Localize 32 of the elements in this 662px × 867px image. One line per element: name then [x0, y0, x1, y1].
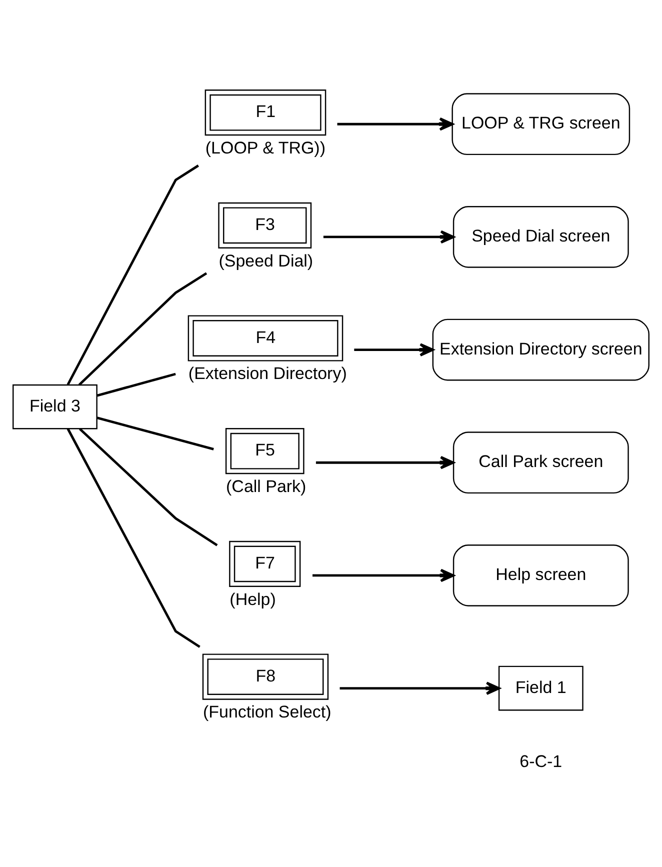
connector: [66, 428, 200, 648]
node-box: Field 1: [498, 666, 584, 711]
node-box: F7: [229, 540, 301, 587]
node-box: LOOP & TRG screen: [452, 93, 630, 156]
connector: [78, 428, 218, 546]
node-box: F8: [202, 654, 329, 700]
node-box: F5: [225, 428, 304, 474]
arrow: [337, 117, 454, 131]
connector: [96, 416, 214, 450]
node-box: Extension Directory screen: [432, 318, 650, 381]
node-label: (Function Select): [202, 702, 332, 722]
node-label: (Call Park): [226, 476, 306, 496]
node-label: (Speed Dial): [218, 251, 314, 270]
node-box: Call Park screen: [452, 432, 629, 494]
arrow: [312, 568, 454, 582]
connector: [78, 272, 208, 386]
node-box: F1: [204, 90, 326, 136]
node-label: (Extension Directory): [188, 364, 347, 384]
node-box: F4: [188, 315, 344, 362]
connector: [96, 372, 176, 397]
node-box: Help screen: [452, 544, 629, 606]
node-box: F3: [218, 202, 312, 248]
arrow: [323, 230, 454, 244]
connector: [66, 164, 199, 386]
arrow: [316, 456, 454, 470]
node-label: (Help): [230, 590, 276, 609]
label: 6-C-1: [520, 752, 562, 771]
arrow: [354, 343, 434, 356]
arrow: [340, 682, 500, 695]
node-label: (LOOP & TRG)): [205, 138, 326, 158]
node-box: Field 3: [12, 384, 98, 430]
node-box: Speed Dial screen: [452, 206, 629, 268]
